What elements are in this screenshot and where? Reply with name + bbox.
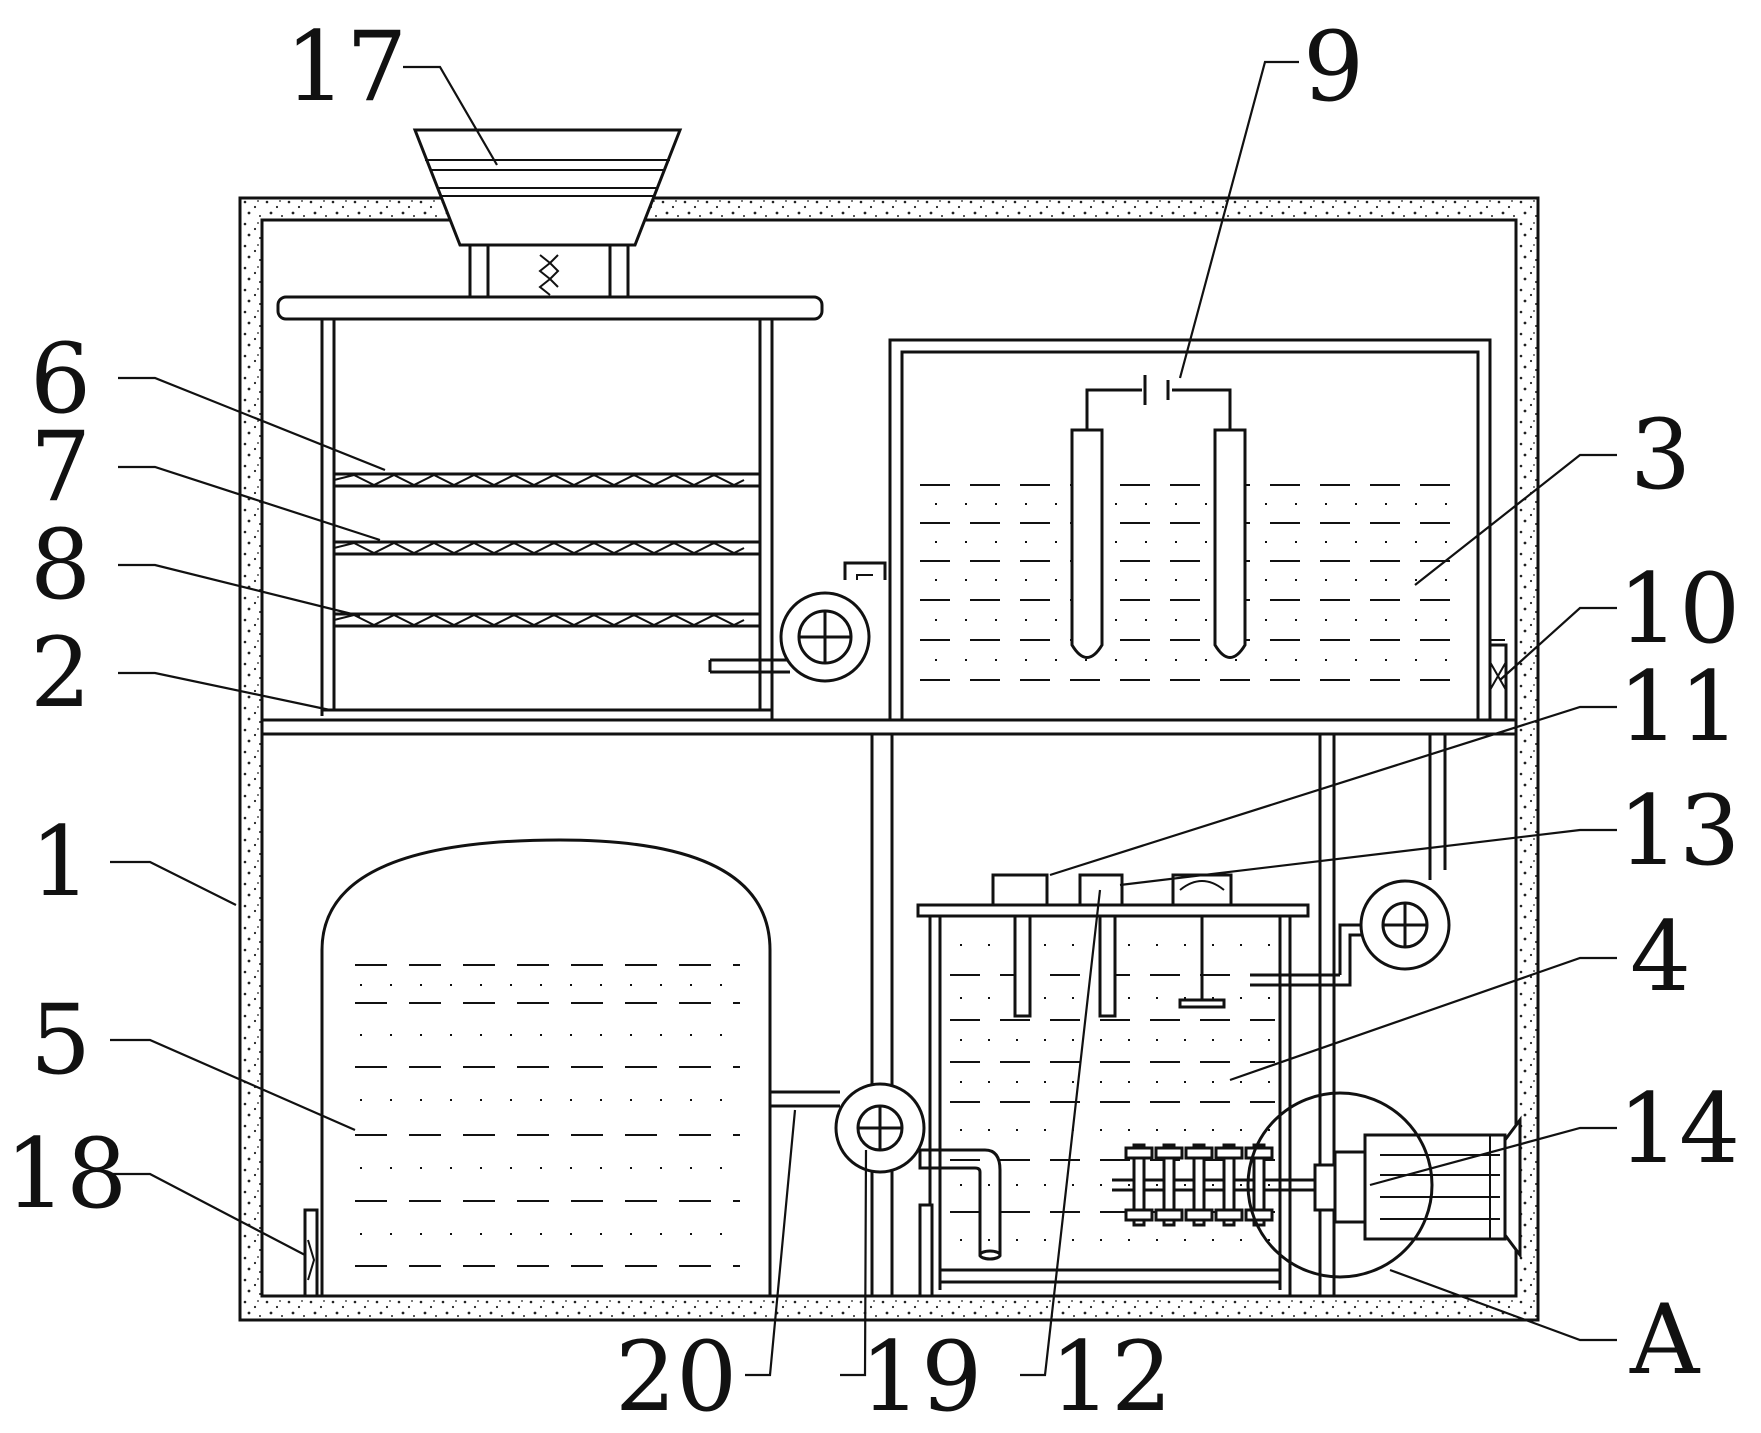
motor <box>1313 1115 1522 1260</box>
label-7: 7 <box>30 411 91 523</box>
electrolysis-tank <box>888 338 1508 722</box>
label-5: 5 <box>30 984 91 1096</box>
label-2: 2 <box>30 617 91 729</box>
callout-labels: 17 9 6 7 8 2 3 10 11 1 13 4 5 14 18 A 20… <box>5 11 1740 1433</box>
label-12: 12 <box>1050 1321 1172 1433</box>
pump-upper <box>779 561 887 683</box>
label-1: 1 <box>30 806 91 918</box>
label-10: 10 <box>1618 553 1740 665</box>
reaction-tank <box>916 873 1375 1298</box>
partition-plate <box>260 718 1518 736</box>
label-20: 20 <box>615 1321 737 1433</box>
label-6: 6 <box>30 323 91 435</box>
label-A: A <box>1629 1284 1701 1396</box>
label-14: 14 <box>1618 1073 1740 1185</box>
label-11: 11 <box>1618 651 1740 763</box>
leader-lines <box>110 60 1617 1377</box>
pump-right <box>1359 734 1451 971</box>
label-9: 9 <box>1303 11 1364 123</box>
label-17: 17 <box>285 11 407 123</box>
filter-top-plate <box>276 295 824 321</box>
label-8: 8 <box>30 509 91 621</box>
collection-tank <box>303 838 772 1298</box>
pump-lower <box>770 1082 1002 1261</box>
housing <box>238 196 1540 1322</box>
filter-box <box>320 319 790 720</box>
label-19: 19 <box>860 1321 982 1433</box>
label-18: 18 <box>5 1118 127 1230</box>
label-3: 3 <box>1630 399 1691 511</box>
label-13: 13 <box>1618 775 1740 887</box>
detail-circle-a <box>1246 1091 1434 1279</box>
label-4: 4 <box>1630 901 1691 1013</box>
hopper <box>412 128 683 299</box>
